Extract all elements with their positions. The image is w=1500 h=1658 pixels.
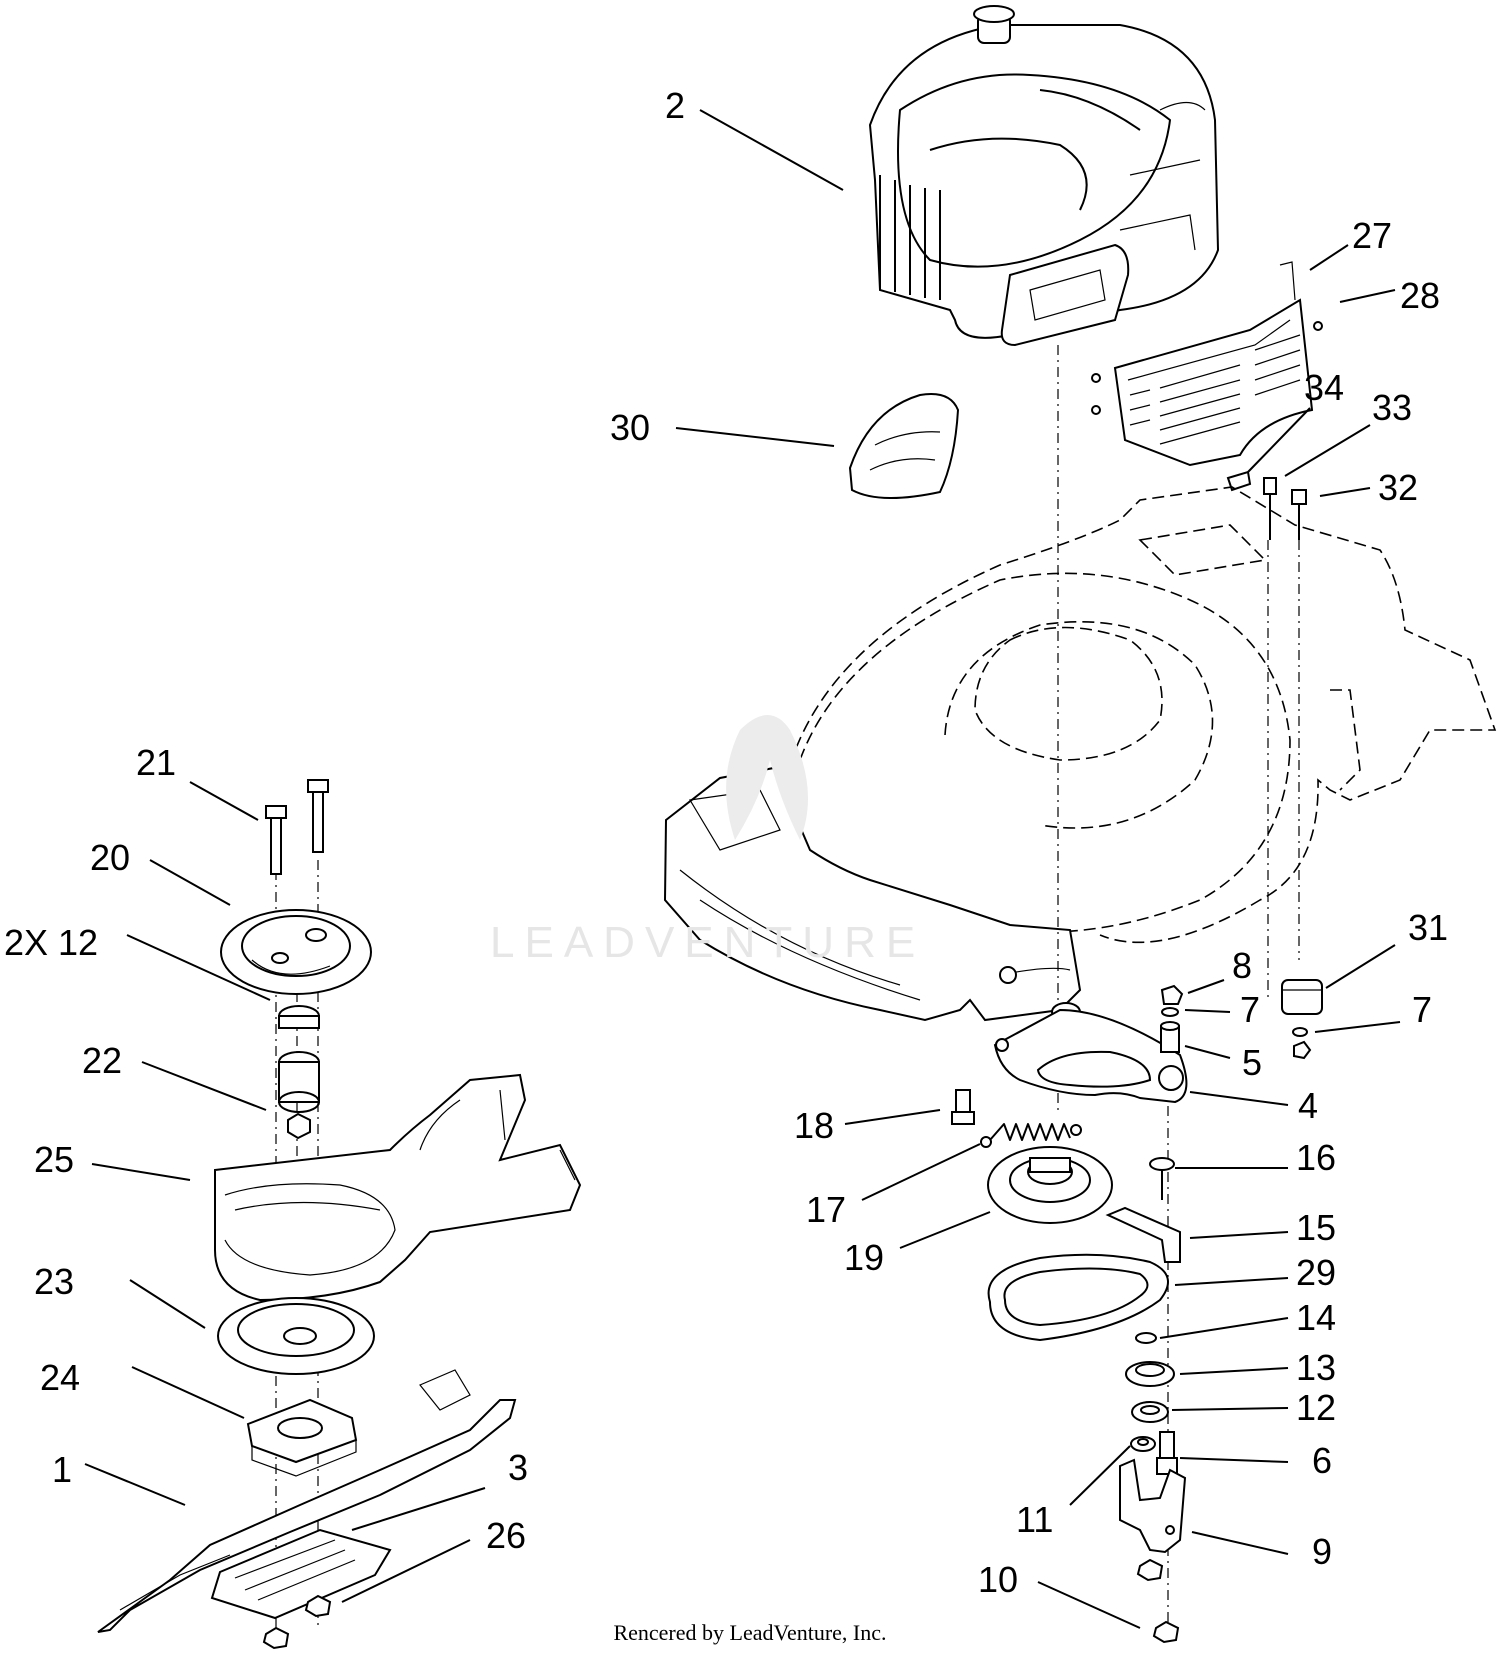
collar-nut-part	[287, 1112, 311, 1140]
callout-7b: 7	[1412, 989, 1432, 1030]
callout-32: 32	[1378, 467, 1418, 508]
bearing-stack-part	[1125, 1332, 1175, 1423]
brake-bracket-part	[1105, 1206, 1181, 1263]
callout-24: 24	[40, 1357, 80, 1398]
mounting-bracket-part	[1119, 1458, 1187, 1554]
callout-33: 33	[1372, 387, 1412, 428]
callout-2x12: 2X 12	[4, 922, 98, 963]
callout-16: 16	[1296, 1137, 1336, 1178]
extension-spring-part	[980, 1123, 1082, 1148]
callout-18: 18	[794, 1105, 834, 1146]
hex-nut-part	[1136, 1558, 1180, 1644]
blade-adapter-disc-part	[217, 1297, 375, 1375]
callout-6: 6	[1312, 1440, 1332, 1481]
drive-clutch-part	[246, 1398, 358, 1477]
callout-29: 29	[1296, 1252, 1336, 1293]
blade-stiffener-part	[210, 1528, 392, 1620]
callout-13: 13	[1296, 1347, 1336, 1388]
spindle-shaft-part	[1156, 1431, 1178, 1475]
washer-nut-stack-part	[1160, 984, 1184, 1053]
mower-blade-part	[97, 1369, 517, 1633]
credit-line: Rencered by LeadVenture, Inc.	[613, 1620, 887, 1645]
callout-28: 28	[1400, 275, 1440, 316]
solenoid-part	[1281, 979, 1323, 1060]
callout-15: 15	[1296, 1207, 1336, 1248]
callout-14: 14	[1296, 1297, 1336, 1338]
callout-9: 9	[1312, 1531, 1332, 1572]
callout-34: 34	[1304, 367, 1344, 408]
callout-12: 12	[1296, 1387, 1336, 1428]
callout-11: 11	[1016, 1499, 1053, 1540]
callout-2: 2	[665, 85, 685, 126]
callout-21: 21	[136, 742, 176, 783]
blade-nuts-part	[262, 1594, 332, 1650]
adapter-plate-part	[220, 909, 372, 995]
baffle-shield-part	[1091, 261, 1323, 467]
bearing-pair-part	[278, 1005, 320, 1113]
spacer-washer-part	[1130, 1436, 1156, 1452]
shoulder-bolt-part	[1149, 1157, 1175, 1200]
callout-19: 19	[844, 1237, 884, 1278]
callout-27: 27	[1352, 215, 1392, 256]
bolt-pair-part	[265, 779, 329, 875]
callout-1: 1	[52, 1449, 72, 1490]
mower-deck-part	[663, 486, 1497, 1022]
callout-5: 5	[1242, 1042, 1262, 1083]
idler-bracket-part	[993, 1002, 1188, 1104]
callout-8: 8	[1232, 945, 1252, 986]
callout-25: 25	[34, 1139, 74, 1180]
pivot-bolt-part	[951, 1089, 975, 1125]
idler-pulley-part	[987, 1146, 1113, 1224]
callout-26: 26	[486, 1515, 526, 1556]
bolt-hardware-part	[1226, 470, 1307, 540]
callout-10: 10	[978, 1559, 1018, 1600]
drive-belt-part	[987, 1253, 1169, 1341]
engine-part	[868, 5, 1220, 347]
callout-20: 20	[90, 837, 130, 878]
housing-part	[214, 1073, 582, 1302]
callout-22: 22	[82, 1040, 122, 1081]
callout-17: 17	[806, 1189, 846, 1230]
watermark-text: LEADVENTURE	[490, 918, 926, 967]
decal-part	[848, 393, 960, 499]
callout-3: 3	[508, 1447, 528, 1488]
callout-30: 30	[610, 407, 650, 448]
leader-lines	[84, 109, 1401, 1629]
callout-labels: 2 27 28 30 34 33 32 21 20 2X 12 22 25 23…	[4, 85, 1448, 1600]
callout-4: 4	[1298, 1085, 1318, 1126]
callout-23: 23	[34, 1261, 74, 1302]
callout-31: 31	[1408, 907, 1448, 948]
watermark-logo	[726, 715, 808, 840]
callout-7a: 7	[1240, 989, 1260, 1030]
